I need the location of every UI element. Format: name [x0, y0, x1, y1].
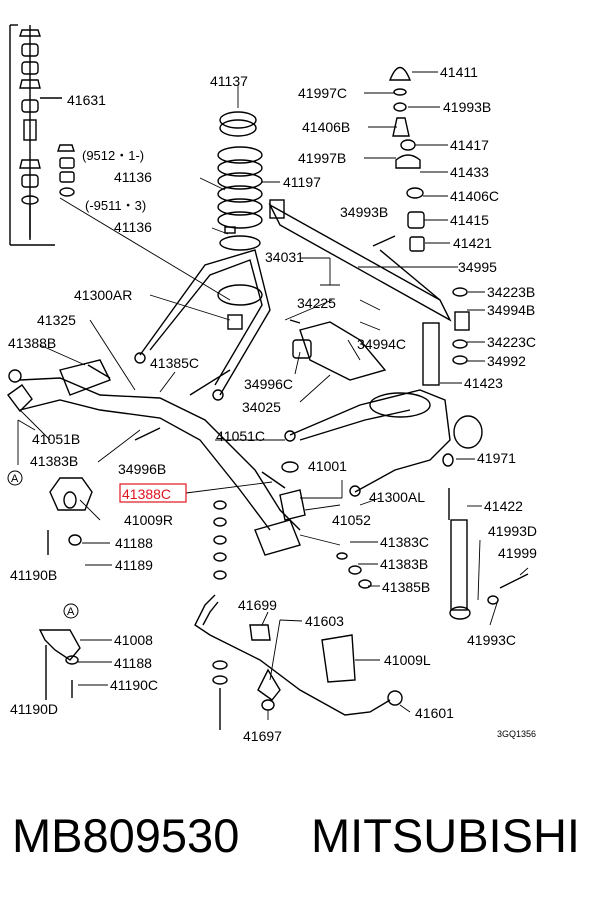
label-41190C: 41190C: [110, 677, 158, 693]
label-34223B: 34223B: [487, 284, 535, 300]
svg-text:A: A: [67, 606, 75, 618]
label-34994C: 34994C: [357, 336, 406, 352]
label-41197: 41197: [283, 174, 321, 190]
label-41417: 41417: [450, 137, 489, 153]
label-41421: 41421: [453, 235, 492, 251]
label-41415: 41415: [450, 212, 489, 228]
label-41697: 41697: [243, 728, 282, 744]
bushing-stack-41631: [9, 24, 62, 246]
label-41188-lower: 41188: [114, 655, 152, 671]
label-41300AR: 41300AR: [74, 287, 132, 303]
label-34025: 34025: [242, 399, 281, 415]
label-41190D: 41190D: [10, 701, 58, 717]
label-41388C: 41388C: [122, 486, 171, 502]
suspension-exploded-diagram: 41631 41137 41411 41997C 41993B 41406B 4…: [7, 24, 537, 744]
brand-name: MITSUBISHI: [311, 809, 580, 862]
label-41189: 41189: [115, 557, 153, 573]
label-41009L: 41009L: [384, 652, 431, 668]
label-41051C: 41051C: [216, 428, 265, 444]
label-41051B: 41051B: [32, 431, 80, 447]
reference-marker-a-lower: A: [63, 603, 79, 619]
label-34225: 34225: [297, 295, 336, 311]
crossmember-41001: [7, 359, 306, 556]
label-41008: 41008: [114, 632, 153, 648]
bracket-41008: [38, 629, 81, 661]
svg-text:A: A: [11, 473, 19, 485]
diff-mount-34025: [292, 321, 387, 381]
label-41188-upper: 41188: [115, 535, 153, 551]
label-41423: 41423: [464, 375, 503, 391]
label-34992: 34992: [487, 353, 526, 369]
label-41001: 41001: [308, 458, 347, 474]
crossmember-34031: [268, 199, 470, 331]
mount-41009R: [49, 477, 93, 511]
footer: MB809530 MITSUBISHI: [0, 808, 600, 878]
label-41136-lower: 41136: [114, 219, 152, 235]
label-41300AL: 41300AL: [369, 489, 425, 505]
label-41993D: 41993D: [488, 523, 537, 539]
label-41052: 41052: [332, 512, 371, 528]
label-41411: 41411: [440, 64, 478, 80]
stabilizer-link-column: [212, 500, 228, 730]
label-41383B-left: 41383B: [30, 453, 78, 469]
label-41997B: 41997B: [298, 150, 346, 166]
label-41388B: 41388B: [8, 335, 56, 351]
label-41406B: 41406B: [302, 119, 350, 135]
label-34995: 34995: [458, 259, 497, 275]
label-41190B: 41190B: [10, 567, 57, 583]
label-41383B: 41383B: [380, 556, 428, 572]
label-41971: 41971: [477, 450, 516, 466]
label-41137: 41137: [210, 73, 248, 89]
label-41383C: 41383C: [380, 534, 429, 550]
part-number: MB809530: [12, 809, 240, 862]
shock-absorber-41423: [422, 322, 471, 620]
bushing-stack-small: [57, 144, 75, 197]
label-41385B: 41385B: [382, 579, 430, 595]
highlight-41388C[interactable]: 41388C: [119, 483, 187, 503]
note-date-from: (9512・1-): [82, 148, 144, 163]
upper-arm-41300AR: [134, 249, 271, 401]
strut-mount-parts: [388, 66, 425, 252]
label-41385C: 41385C: [150, 355, 199, 371]
label-41993B: 41993B: [443, 99, 491, 115]
reference-code: 3GQ1356: [497, 729, 536, 739]
label-41603: 41603: [305, 613, 344, 629]
label-34994B: 34994B: [487, 302, 535, 318]
reference-marker-a-upper: A: [7, 470, 23, 486]
label-41325: 41325: [37, 312, 76, 328]
leader-lines: [17, 71, 529, 720]
lower-arm-41300AL: [284, 389, 483, 497]
part-labels: 41631 41137 41411 41997C 41993B 41406B 4…: [8, 64, 537, 744]
label-41993C: 41993C: [467, 632, 516, 648]
label-41999: 41999: [498, 545, 537, 561]
coil-spring-41136: [217, 111, 263, 251]
label-41631: 41631: [67, 92, 106, 108]
label-41136-upper: 41136: [114, 169, 152, 185]
label-34996C: 34996C: [244, 376, 293, 392]
stabilizer-bar-41601: [194, 594, 403, 716]
label-41009R: 41009R: [124, 512, 173, 528]
label-41433: 41433: [450, 164, 489, 180]
label-41699: 41699: [238, 597, 277, 613]
note-date-to: (-9511・3): [85, 198, 146, 213]
label-34993B: 34993B: [340, 204, 388, 220]
label-34996B: 34996B: [118, 461, 166, 477]
bracket-41009L: [321, 634, 356, 683]
label-41997C: 41997C: [298, 85, 347, 101]
label-34223C: 34223C: [487, 334, 536, 350]
label-41406C: 41406C: [450, 188, 499, 204]
label-41422: 41422: [484, 498, 523, 514]
label-41601: 41601: [415, 705, 454, 721]
label-34031: 34031: [265, 249, 304, 265]
bracket-41603: [249, 624, 281, 701]
